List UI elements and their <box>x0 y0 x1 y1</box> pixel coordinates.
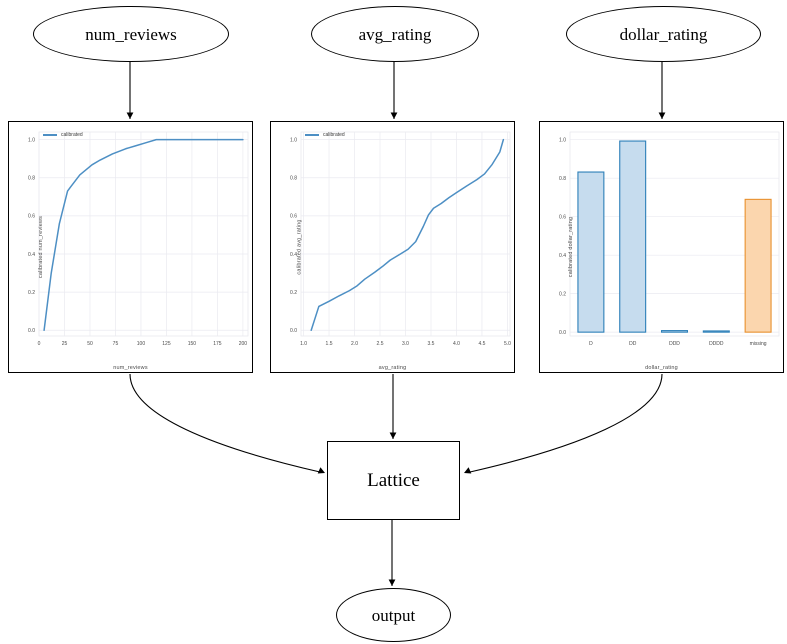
svg-text:75: 75 <box>113 341 119 347</box>
svg-text:missing: missing <box>750 341 767 347</box>
svg-text:3.0: 3.0 <box>402 341 409 347</box>
legend-line-swatch <box>43 134 57 136</box>
chart-num-reviews-plot: 0.0 0.2 0.4 0.6 0.8 1.0 0 25 50 75 100 125 150 175 200 <box>28 131 249 347</box>
svg-text:4.5: 4.5 <box>478 341 485 347</box>
input-node-label: avg_rating <box>358 24 432 44</box>
chart-avg-rating-xlabel: avg_rating <box>378 365 407 371</box>
svg-text:0.8: 0.8 <box>290 176 297 182</box>
svg-text:150: 150 <box>188 341 197 347</box>
svg-text:125: 125 <box>162 341 171 347</box>
svg-text:D: D <box>589 341 593 347</box>
calibration-chart-num-reviews[interactable]: 0.0 0.2 0.4 0.6 0.8 1.0 0 25 50 75 100 125 150 175 200… <box>8 121 253 373</box>
legend-label: calibrated <box>323 132 345 138</box>
svg-text:1.0: 1.0 <box>28 137 35 143</box>
legend-line-swatch <box>305 134 319 136</box>
input-node-dollar-rating[interactable]: dollar_rating <box>566 6 761 62</box>
svg-text:1.0: 1.0 <box>290 137 297 143</box>
svg-text:0.8: 0.8 <box>28 176 35 182</box>
svg-text:0.2: 0.2 <box>290 290 297 296</box>
svg-text:0.6: 0.6 <box>559 214 566 220</box>
svg-text:0.0: 0.0 <box>28 328 35 334</box>
chart-num-reviews-legend: calibrated <box>43 132 83 138</box>
calibration-chart-avg-rating[interactable]: 0.0 0.2 0.4 0.6 0.8 1.0 1.0 1.5 2.0 2.5 3.0 3.5 4.0 4… <box>270 121 515 373</box>
svg-text:0.0: 0.0 <box>559 330 566 336</box>
svg-text:0.2: 0.2 <box>28 290 35 296</box>
chart-avg-rating-plot: 0.0 0.2 0.4 0.6 0.8 1.0 1.0 1.5 2.0 2.5 3.0 3.5 4.0 4… <box>290 131 511 347</box>
input-node-avg-rating[interactable]: avg_rating <box>311 6 479 62</box>
svg-text:0.2: 0.2 <box>559 291 566 297</box>
svg-text:3.5: 3.5 <box>428 341 435 347</box>
svg-text:1.5: 1.5 <box>326 341 333 347</box>
chart-num-reviews-ylabel: calibrated num_reviews <box>38 215 45 279</box>
svg-text:1.0: 1.0 <box>559 137 566 143</box>
lattice-node[interactable]: Lattice <box>327 441 460 520</box>
output-node-label: output <box>371 605 416 625</box>
svg-text:0.0: 0.0 <box>290 328 297 334</box>
svg-text:5.0: 5.0 <box>504 341 511 347</box>
lattice-node-label: Lattice <box>367 470 420 491</box>
legend-label: calibrated <box>61 132 83 138</box>
svg-text:200: 200 <box>239 341 248 347</box>
output-node[interactable]: output <box>336 588 451 642</box>
svg-text:50: 50 <box>87 341 93 347</box>
chart-avg-rating-ylabel: calibrated avg_rating <box>296 219 303 275</box>
chart-num-reviews-xlabel: num_reviews <box>113 365 148 371</box>
svg-text:0.4: 0.4 <box>28 252 35 258</box>
svg-text:0.6: 0.6 <box>28 214 35 220</box>
svg-text:0.8: 0.8 <box>559 176 566 182</box>
chart-dollar-rating-xlabel: dollar_rating <box>645 365 678 371</box>
chart-dollar-rating-ylabel: calibrated dollar_rating <box>568 216 575 278</box>
input-node-label: dollar_rating <box>619 24 708 44</box>
input-node-num-reviews[interactable]: num_reviews <box>33 6 229 62</box>
input-node-label: num_reviews <box>85 24 177 44</box>
svg-text:0: 0 <box>38 341 41 347</box>
svg-text:2.5: 2.5 <box>377 341 384 347</box>
svg-text:175: 175 <box>213 341 222 347</box>
svg-text:1.0: 1.0 <box>300 341 307 347</box>
svg-text:2.0: 2.0 <box>351 341 358 347</box>
svg-text:0.4: 0.4 <box>559 253 566 259</box>
svg-text:0.6: 0.6 <box>290 214 297 220</box>
svg-text:100: 100 <box>137 341 146 347</box>
chart-avg-rating-legend: calibrated <box>305 132 345 138</box>
svg-text:25: 25 <box>62 341 68 347</box>
svg-text:4.0: 4.0 <box>453 341 460 347</box>
svg-text:DDD: DDD <box>669 341 680 347</box>
svg-text:DD: DD <box>629 341 637 347</box>
svg-text:0.4: 0.4 <box>290 252 297 258</box>
svg-text:DDDD: DDDD <box>709 341 724 347</box>
